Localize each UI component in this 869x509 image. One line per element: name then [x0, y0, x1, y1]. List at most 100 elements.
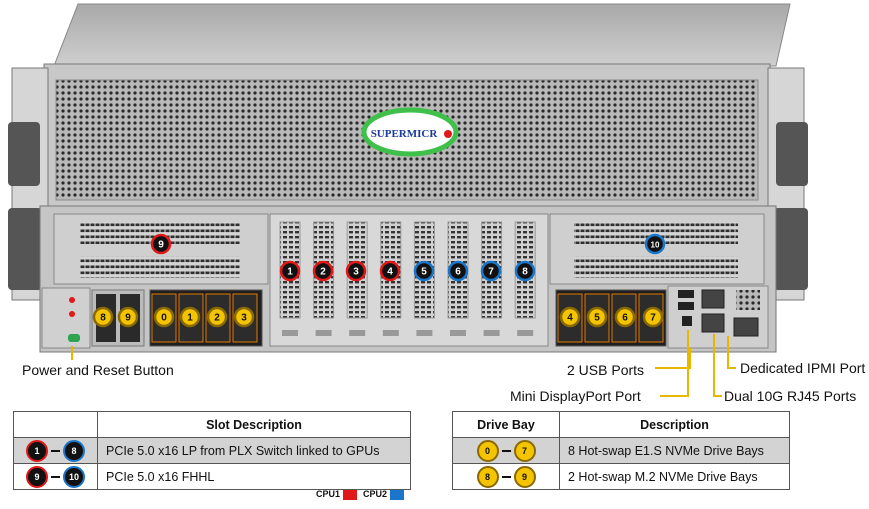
slot-badge-3: 3 [345, 260, 367, 282]
drive-badge-9: 9 [117, 306, 139, 328]
drive-badge-5-circle [586, 306, 608, 328]
badge-drive-to: 9 [513, 465, 536, 488]
chassis-lid [53, 3, 791, 67]
power-reset-indicator [68, 334, 80, 342]
drive-badge-5-label: 5 [594, 313, 600, 324]
drive-bay-header: Drive Bay [452, 411, 560, 438]
callout-line-usb [655, 348, 691, 369]
badge-drive-to: 7 [513, 439, 536, 462]
slot-badge-7-label: 7 [488, 267, 494, 278]
drive-badge-5: 5 [586, 306, 608, 328]
callout-line-ipmi [727, 336, 736, 369]
legend-cpu2-swatch [390, 489, 405, 500]
label-usb-ports: 2 USB Ports [567, 362, 645, 378]
badge-drive-from: 8 [476, 465, 499, 488]
drive-badge-6-circle [614, 306, 636, 328]
badge-slot-to: 8 [63, 439, 85, 462]
slot-badge-10: 10 [644, 233, 666, 255]
callout-line-rj45 [713, 334, 722, 397]
slot-badge-3-label: 3 [353, 267, 359, 278]
drive-badge-4-label: 4 [567, 313, 573, 324]
slot-badge-5-label: 5 [421, 267, 427, 278]
slot-badge-2-circle [312, 260, 334, 282]
slot-desc-header: Slot Description [97, 411, 411, 438]
drive-badge-6-label: 6 [622, 313, 628, 324]
slot-badge-7-circle [480, 260, 502, 282]
drive-badge-7-circle [642, 306, 664, 328]
rear-vent-small [736, 290, 760, 310]
slot-badge-2-label: 2 [320, 267, 326, 278]
slot-badge-3-circle [345, 260, 367, 282]
slot-range-header [13, 411, 98, 438]
range-dash [51, 475, 60, 478]
lp-slot-tab [315, 330, 332, 336]
badge-slot-from: 1 [26, 439, 48, 462]
range-dash [51, 449, 60, 452]
slot-row-2-desc: PCIe 5.0 x16 FHHL [97, 463, 411, 490]
drive-badge-7: 7 [642, 306, 664, 328]
slot-badge-1-circle [279, 260, 301, 282]
drive-badge-8-label: 8 [100, 313, 106, 324]
slot-badge-4: 4 [379, 260, 401, 282]
drive-row-1-desc: 8 Hot-swap E1.S NVMe Drive Bays [559, 437, 790, 464]
rj45-port-2 [701, 313, 725, 333]
drive-badge-0-circle [153, 306, 175, 328]
lp-slot-tab [517, 330, 534, 336]
range-dash [501, 449, 511, 452]
slot-badge-10-circle [644, 233, 666, 255]
slot-badge-5-circle [413, 260, 435, 282]
slot-10-vent-top [574, 222, 738, 244]
drive-row-2-desc: 2 Hot-swap M.2 NVMe Drive Bays [559, 463, 790, 490]
slot-row-1-desc: PCIe 5.0 x16 LP from PLX Switch linked t… [97, 437, 411, 464]
lp-slot-tab [483, 330, 500, 336]
slot-table-header: Slot Description [13, 411, 411, 438]
supermicro-logo-dot [444, 130, 452, 138]
lp-slot-tab [382, 330, 399, 336]
slot-10-vent-bottom [574, 256, 738, 278]
drive-badge-8-circle [92, 306, 114, 328]
slot-badge-2: 2 [312, 260, 334, 282]
slot-badge-8-label: 8 [522, 267, 528, 278]
label-power-reset: Power and Reset Button [22, 362, 174, 378]
usb-port-1 [678, 290, 694, 298]
power-button [69, 297, 75, 303]
slot-badge-4-label: 4 [387, 267, 393, 278]
slot-badge-9-label: 9 [158, 240, 164, 251]
label-ipmi-port: Dedicated IPMI Port [740, 360, 866, 376]
legend-cpu1-swatch [343, 489, 358, 500]
ipmi-port [733, 317, 759, 337]
slot-badge-6: 6 [447, 260, 469, 282]
slot-badge-10-label: 10 [651, 241, 660, 250]
lp-slot-tab [282, 330, 298, 336]
slot-badge-8: 8 [514, 260, 536, 282]
drive-badge-1-circle [179, 306, 201, 328]
io-panel-left [41, 287, 91, 349]
slot-9-vent-bottom [80, 256, 240, 278]
legend-cpu2-label: CPU2 [363, 489, 388, 499]
lp-slot-tab [450, 330, 466, 336]
drive-badge-2-circle [206, 306, 228, 328]
slot-badge-9-circle [150, 233, 172, 255]
drive-badge-3-label: 3 [241, 313, 247, 324]
drive-badge-9-label: 9 [125, 313, 131, 324]
label-rj45-ports: Dual 10G RJ45 Ports [724, 388, 857, 404]
handle-left-lower [8, 208, 42, 290]
drive-badge-1-label: 1 [187, 313, 193, 324]
usb-port-2 [678, 302, 694, 310]
drive-table-header: Drive Bay Description [452, 411, 790, 438]
drive-badge-3-circle [233, 306, 255, 328]
handle-right-upper [776, 122, 808, 186]
lp-slot-tab [349, 330, 366, 336]
slot-badge-6-circle [447, 260, 469, 282]
rj45-port-1 [701, 289, 725, 309]
drive-badge-6: 6 [614, 306, 636, 328]
slot-badge-5: 5 [413, 260, 435, 282]
supermicro-logo-text: SUPERMICR [371, 128, 439, 140]
